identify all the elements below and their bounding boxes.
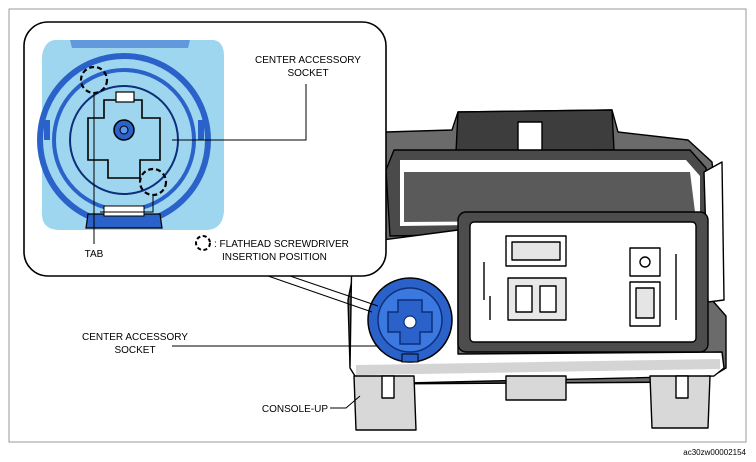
- inset-panel: [23, 21, 387, 277]
- leader-line: [330, 395, 361, 409]
- inset-socket-label-line1: CENTER ACCESSORY: [255, 55, 361, 66]
- tab-label: TAB: [85, 249, 104, 260]
- inset-socket-label-line2: SOCKET: [287, 68, 328, 79]
- figure-code: ac30zw00002154: [683, 448, 746, 457]
- screwdriver-legend-line2: INSERTION POSITION: [222, 252, 327, 263]
- zoom-line: [289, 275, 379, 307]
- console-up-drawing: [347, 109, 727, 431]
- dashed-circle-icon: [195, 235, 211, 251]
- main-socket-label-line2: SOCKET: [114, 345, 155, 356]
- console-up-label: CONSOLE-UP: [262, 404, 328, 415]
- main-socket-label-line1: CENTER ACCESSORY: [82, 332, 188, 343]
- screwdriver-legend-line1: : FLATHEAD SCREWDRIVER: [214, 239, 349, 250]
- accessory-socket-icon: [367, 277, 453, 363]
- zoom-line: [267, 275, 373, 313]
